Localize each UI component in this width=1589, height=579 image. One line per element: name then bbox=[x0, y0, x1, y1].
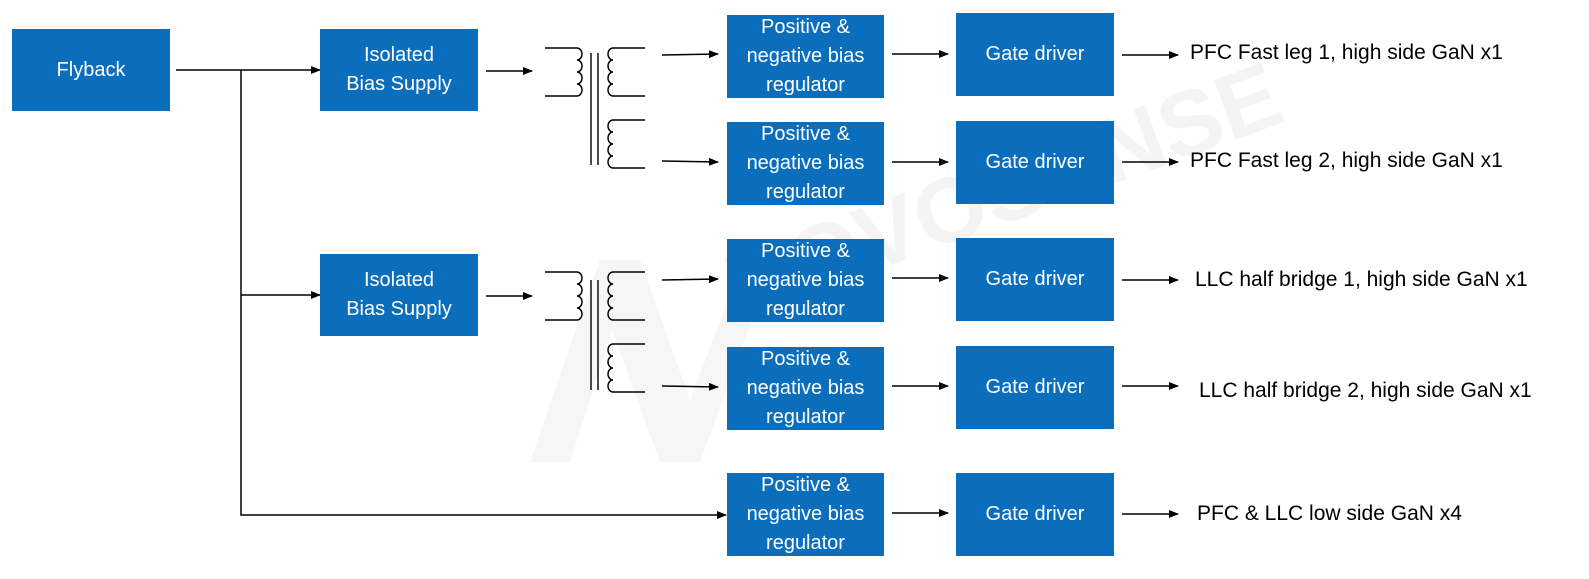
isolated-bias-supply-1: Isolated Bias Supply bbox=[320, 29, 478, 111]
regulator-1-line1: Positive & bbox=[761, 16, 850, 38]
output-label-2: PFC Fast leg 2, high side GaN x1 bbox=[1190, 149, 1503, 172]
regulator-4-line2: negative bias bbox=[746, 377, 865, 399]
regulator-2-line2: negative bias bbox=[746, 152, 865, 174]
gate-driver-3-label: Gate driver bbox=[985, 268, 1085, 290]
regulator-4-line3: regulator bbox=[766, 406, 845, 428]
isolated-bias-supply-2: Isolated Bias Supply bbox=[320, 254, 478, 336]
output-label-1: PFC Fast leg 1, high side GaN x1 bbox=[1190, 41, 1503, 64]
flyback-label: Flyback bbox=[56, 58, 126, 81]
tx2-out2-wire bbox=[661, 382, 719, 391]
trunk-wire bbox=[240, 70, 727, 519]
gate-driver-5-label: Gate driver bbox=[985, 503, 1085, 525]
supply-2-line2: Bias Supply bbox=[346, 298, 452, 320]
tx2-out1-wire bbox=[661, 275, 719, 284]
regulator-2-line3: regulator bbox=[766, 181, 845, 203]
gate-driver-4: Gate driver bbox=[956, 346, 1114, 429]
regulator-5-line3: regulator bbox=[766, 532, 845, 554]
regulator-5-line2: negative bias bbox=[746, 503, 865, 525]
bias-regulator-3: Positive & negative bias regulator bbox=[727, 239, 884, 322]
regulator-1-line2: negative bias bbox=[746, 45, 865, 67]
regulator-5-line1: Positive & bbox=[761, 474, 850, 496]
supply-2-line1: Isolated bbox=[363, 269, 435, 291]
gate-driver-1: Gate driver bbox=[956, 13, 1114, 96]
output-label-5: PFC & LLC low side GaN x4 bbox=[1197, 502, 1462, 525]
gate-driver-5: Gate driver bbox=[956, 473, 1114, 556]
gate-driver-1-label: Gate driver bbox=[985, 43, 1085, 65]
transformer-1-icon bbox=[545, 47, 645, 169]
gate-driver-4-label: Gate driver bbox=[985, 376, 1085, 398]
output-label-3: LLC half bridge 1, high side GaN x1 bbox=[1195, 268, 1528, 291]
bias-regulator-2: Positive & negative bias regulator bbox=[727, 122, 884, 205]
output-label-4: LLC half bridge 2, high side GaN x1 bbox=[1199, 379, 1532, 402]
bias-regulator-5: Positive & negative bias regulator bbox=[727, 473, 884, 556]
regulator-2-line1: Positive & bbox=[761, 123, 850, 145]
regulator-3-line1: Positive & bbox=[761, 240, 850, 262]
regulator-1-line3: regulator bbox=[766, 74, 845, 96]
watermark-logo-icon bbox=[530, 260, 770, 462]
gate-driver-2-label: Gate driver bbox=[985, 151, 1085, 173]
tx1-out1-wire bbox=[661, 50, 719, 59]
bias-regulator-4: Positive & negative bias regulator bbox=[727, 347, 884, 430]
gate-driver-2: Gate driver bbox=[956, 121, 1114, 204]
flyback-block: Flyback bbox=[12, 29, 170, 111]
transformer-2-icon bbox=[545, 271, 645, 393]
gate-driver-3: Gate driver bbox=[956, 238, 1114, 321]
supply-1-line1: Isolated bbox=[363, 44, 435, 66]
tx1-out2-wire bbox=[661, 157, 719, 166]
bias-regulator-1: Positive & negative bias regulator bbox=[727, 15, 884, 98]
regulator-4-line1: Positive & bbox=[761, 348, 850, 370]
watermark: NOVOSENSE bbox=[530, 44, 1295, 462]
regulator-3-line3: regulator bbox=[766, 298, 845, 320]
regulator-3-line2: negative bias bbox=[746, 269, 865, 291]
supply-1-line2: Bias Supply bbox=[346, 73, 452, 95]
